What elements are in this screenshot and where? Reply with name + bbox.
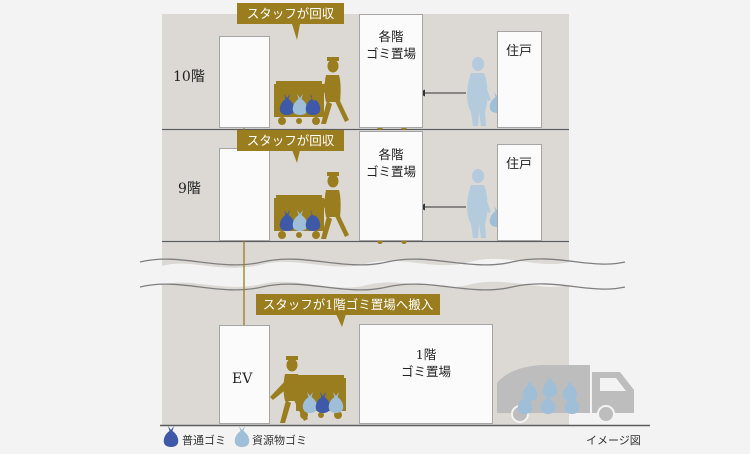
- floor-garbage-room-label-line1: 各階: [378, 29, 404, 44]
- elevator-label: EV: [232, 371, 253, 387]
- residence-door-9: [497, 144, 542, 241]
- image-caption: イメージ図: [586, 434, 641, 447]
- residence-label-10: 住戸: [506, 44, 533, 59]
- floor-label-9: 9階: [178, 181, 201, 197]
- garbage-truck-icon: [497, 365, 634, 423]
- ground-garbage-room-label-line1: 1階: [415, 347, 437, 362]
- floor-garbage-room-label-line1: 各階: [378, 147, 404, 162]
- callout-collect-10: スタッフが回収: [237, 3, 344, 24]
- floor-garbage-room-9: [359, 131, 423, 241]
- callout-carry-in: スタッフが1階ゴミ置場へ搬入: [256, 294, 440, 315]
- legend-recyclable-label: 資源物ゴミ: [252, 434, 307, 447]
- ground-garbage-room: [359, 324, 493, 424]
- ground-garbage-room-label: 1階 ゴミ置場: [359, 346, 493, 380]
- floor-garbage-room-label-line2: ゴミ置場: [365, 46, 416, 61]
- residence-door-10: [497, 31, 542, 128]
- ground-garbage-room-label-line2: ゴミ置場: [400, 364, 451, 379]
- floor-garbage-room-10: [359, 14, 423, 128]
- elevator-door-9: [219, 148, 270, 241]
- legend-general-label: 普通ゴミ: [182, 434, 226, 447]
- floor-garbage-room-label: 各階 ゴミ置場: [359, 28, 423, 62]
- callout-collect-9: スタッフが回収: [237, 130, 344, 151]
- elevator-door-1: [219, 325, 270, 424]
- floor-garbage-room-label: 各階 ゴミ置場: [359, 146, 423, 180]
- floor-garbage-room-label-line2: ゴミ置場: [365, 164, 416, 179]
- floor-label-10: 10階: [173, 69, 205, 85]
- elevator-door-10: [219, 36, 270, 128]
- residence-label-9: 住戸: [506, 157, 533, 172]
